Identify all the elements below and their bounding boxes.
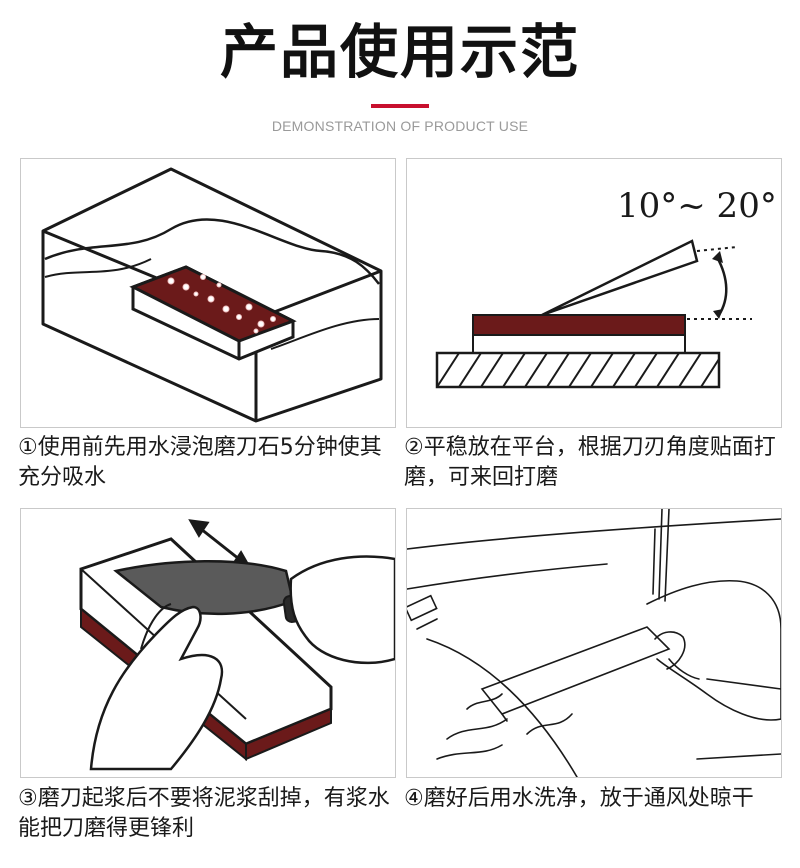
title-accent-bar [371,104,429,108]
step-4-caption: ④磨好后用水洗净，放于通风处晾干 [404,786,754,811]
step-4-illustration [406,508,782,778]
step-2-caption: ②平稳放在平台，根据刀刃角度贴面打磨，可来回打磨 [404,435,776,490]
step-1-caption: ①使用前先用水浸泡磨刀石5分钟使其充分吸水 [18,435,382,490]
page-subtitle: DEMONSTRATION OF PRODUCT USE [271,118,529,134]
angle-label: 10°~ 20° [617,186,777,226]
step-3-caption: ③磨刀起浆后不要将泥浆刮掉，有浆水能把刀磨得更锋利 [18,786,390,841]
page-title: 产品使用示范 [219,18,580,86]
step-3-illustration [20,508,396,778]
step-2-illustration: 10°~ 20° [406,158,782,428]
step-1-illustration [20,158,396,428]
